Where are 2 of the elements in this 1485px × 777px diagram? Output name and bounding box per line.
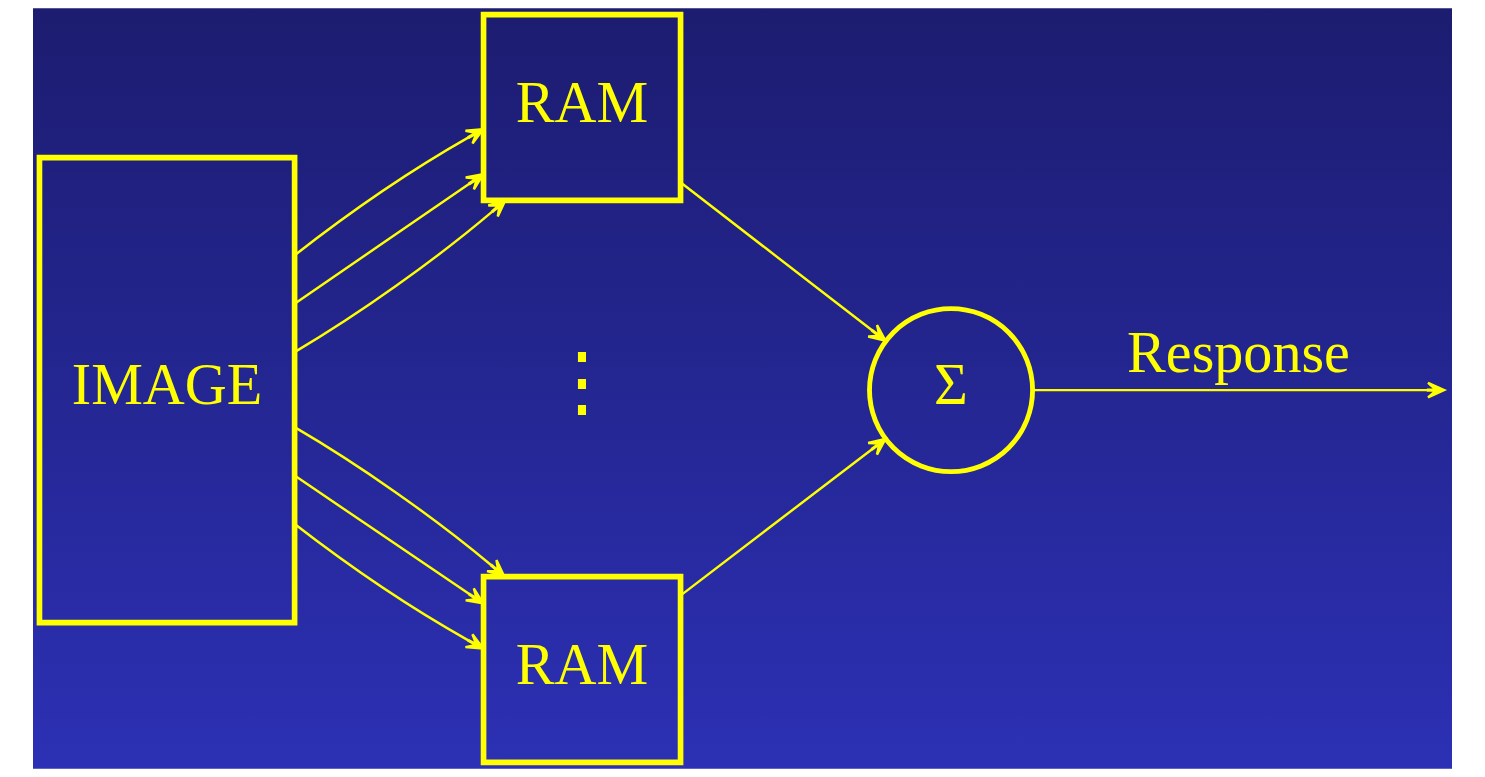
label: ⋮ [543, 338, 622, 425]
edge-label: Response [1127, 320, 1350, 386]
